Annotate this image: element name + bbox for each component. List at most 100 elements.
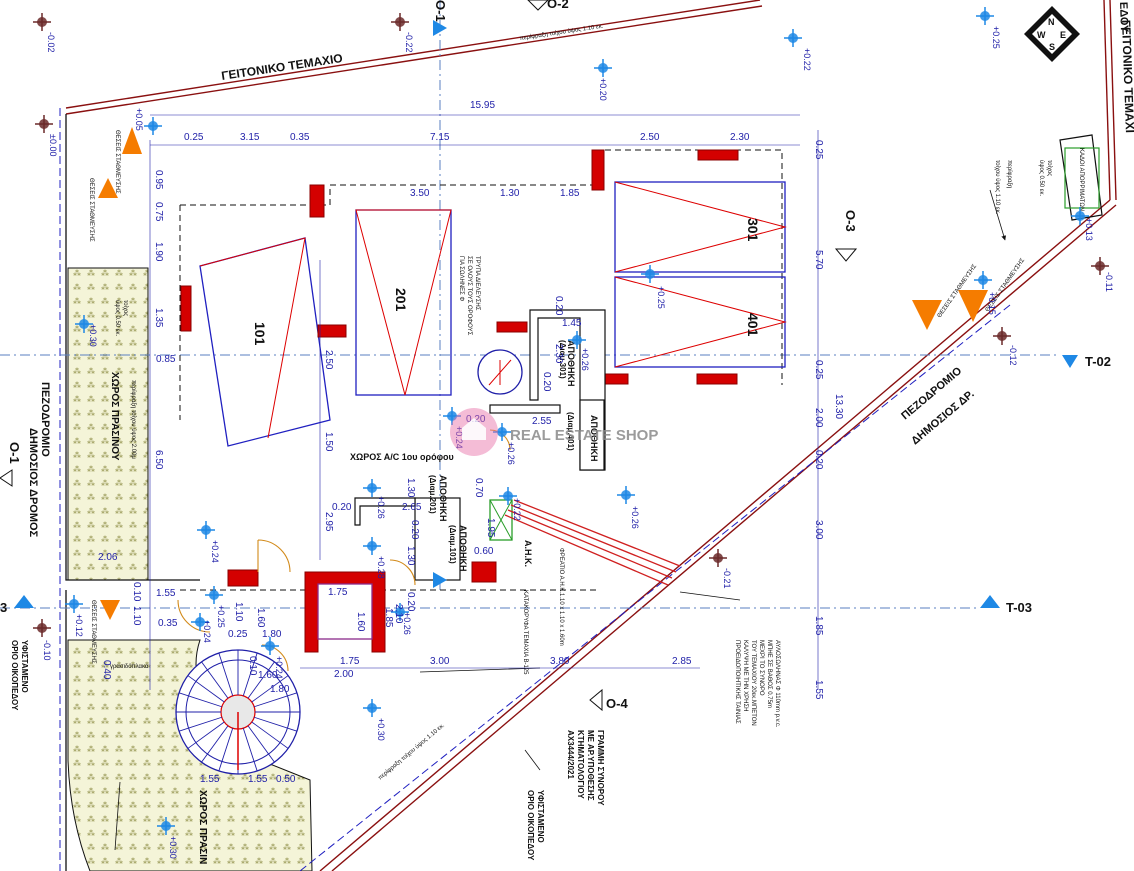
svg-text:ΟΡΙΟ ΟΙΚΟΠΕΔΟΥ: ΟΡΙΟ ΟΙΚΟΠΕΔΟΥ — [10, 640, 19, 711]
level-value: +0.12 — [74, 614, 84, 637]
svg-text:3: 3 — [0, 600, 7, 615]
svg-text:ΑΠΟΘΗΚΗ: ΑΠΟΘΗΚΗ — [566, 340, 576, 387]
svg-text:ΟΡΙΟ ΟΙΚΟΠΕΔΟΥ: ΟΡΙΟ ΟΙΚΟΠΕΔΟΥ — [526, 790, 535, 861]
dimension-label: 1.10 — [233, 602, 244, 622]
dimension-label: 1.50 — [323, 432, 334, 452]
svg-text:ΘΕΣΕΙΣ ΣΤΑΘΜΕΥΣΗΣ: ΘΕΣΕΙΣ ΣΤΑΘΜΕΥΣΗΣ — [114, 130, 120, 194]
level-value: -0.22 — [404, 32, 414, 53]
svg-text:ΦΡΕΑΤΙΟ Α.Η.Κ.1.10 x 1.10 x 1.: ΦΡΕΑΤΙΟ Α.Η.Κ.1.10 x 1.10 x 1.60m — [558, 548, 564, 646]
dimension-label: 2.50 — [640, 132, 660, 143]
svg-text:ΔΗΜΟΣΙΟΣ ΔΡΟΜΟΣ: ΔΗΜΟΣΙΟΣ ΔΡΟΜΟΣ — [27, 428, 39, 538]
level-marker: +0.12 — [65, 595, 84, 637]
elevator: 1.75 1.60 — [317, 583, 373, 640]
dimension-label: 1.55 — [156, 588, 176, 599]
level-value: +0.22 — [802, 48, 812, 71]
level-value: -0.10 — [42, 640, 52, 661]
dimension-label: 1.55 — [200, 774, 220, 785]
level-marker: +0.30 — [157, 817, 178, 859]
dimension-label: 0.50 — [276, 774, 296, 785]
dimension-label: 6.50 — [153, 450, 164, 470]
level-value: +0.30 — [88, 324, 98, 347]
level-marker: +0.24 — [197, 521, 220, 563]
parking-101: 101 — [199, 237, 331, 447]
level-value: +0.28 — [376, 556, 386, 579]
dimension-label: 3.15 — [240, 132, 260, 143]
svg-text:(Διαμ.401): (Διαμ.401) — [566, 412, 575, 451]
svg-text:γρασιδόπλακα: γρασιδόπλακα — [110, 663, 149, 670]
dimension-label: 1.80 — [270, 684, 290, 695]
svg-text:Τ-03: Τ-03 — [1006, 600, 1032, 615]
dimension-label: 0.20 — [405, 592, 416, 612]
svg-text:ύψος 0.50 εκ.: ύψος 0.50 εκ. — [114, 300, 120, 336]
annotations: περίφραξη τοίχου ύψος 1.10 εκ. περίφραξη… — [110, 24, 1052, 851]
bin-area: ΚΑΔΟΙ ΑΠΟΡΡΙΜΑΤΩΝ — [1059, 134, 1103, 221]
dimension-label: 15.95 — [470, 100, 495, 111]
svg-text:ΜΕ ΑΡ.ΥΠΟΘΕΣΗΣ: ΜΕ ΑΡ.ΥΠΟΘΕΣΗΣ — [586, 730, 595, 801]
svg-text:ΚΤΗΜΑΤΟΛΟΓΙΟΥ: ΚΤΗΜΑΤΟΛΟΓΙΟΥ — [576, 730, 585, 799]
svg-text:301: 301 — [745, 218, 761, 242]
level-marker: +0.22 — [499, 487, 522, 521]
level-value: -0.12 — [1008, 345, 1018, 366]
svg-text:ΑΥΛΟΣΩΛΗΝΑΣ Φ 110mm p.v.c.: ΑΥΛΟΣΩΛΗΝΑΣ Φ 110mm p.v.c. — [774, 640, 780, 728]
dimension-label: 1.60 — [258, 670, 278, 681]
level-marker: +0.15 — [974, 271, 997, 315]
svg-text:ΘΕΣΕΙΣ ΣΤΑΘΜΕΥΣΗΣ: ΘΕΣΕΙΣ ΣΤΑΘΜΕΥΣΗΣ — [90, 600, 96, 664]
dimension-label: 7.15 — [430, 132, 450, 143]
dimension-label: 2.65 — [402, 502, 422, 513]
level-marker: +0.28 — [363, 537, 386, 579]
level-marker: ±0.00 — [35, 115, 58, 156]
compass-icon: N E S W — [1024, 6, 1080, 62]
level-marker: +0.26 — [493, 423, 516, 465]
parking-201: 201 — [355, 209, 452, 396]
level-value: +0.26 — [376, 496, 386, 519]
dimension-label: 13.30 — [833, 394, 844, 419]
level-marker: +0.24 — [261, 637, 284, 679]
dimension-label: 1.35 — [153, 308, 164, 328]
parking-spaces: 101 201 301 401 — [199, 181, 787, 447]
level-value: +0.26 — [506, 442, 516, 465]
level-value: +0.24 — [210, 540, 220, 563]
svg-text:ΧΩΡΟΣ ΠΡΑΣΙΝ: ΧΩΡΟΣ ΠΡΑΣΙΝ — [197, 790, 208, 864]
dimension-label: 0.35 — [158, 618, 178, 629]
svg-text:ΑΠΟΘΗΚΗ: ΑΠΟΘΗΚΗ — [458, 525, 468, 572]
svg-text:ύψος 0.50 εκ.: ύψος 0.50 εκ. — [1038, 160, 1044, 196]
dimension-label: 1.85 — [813, 616, 824, 636]
svg-text:1.60: 1.60 — [355, 612, 366, 632]
dimension-label: 0.20 — [541, 372, 552, 392]
level-marker: +0.24 — [191, 613, 212, 643]
svg-text:Ο-3: Ο-3 — [843, 210, 858, 232]
svg-text:E: E — [1060, 30, 1066, 40]
dimension-label: 5.70 — [813, 250, 824, 270]
svg-text:REAL ESTATE SHOP: REAL ESTATE SHOP — [510, 427, 658, 444]
dimension-label: 1.55 — [248, 774, 268, 785]
dimension-label: 3.00 — [430, 656, 450, 667]
level-value: -0.21 — [722, 568, 732, 589]
level-value: +0.13 — [1084, 218, 1094, 241]
dimension-label: 0.10 — [247, 656, 258, 676]
svg-text:Ο-1: Ο-1 — [433, 0, 448, 22]
level-marker: -0.22 — [391, 13, 414, 53]
dimension-label: 2.85 — [672, 656, 692, 667]
level-value: +0.26 — [402, 612, 412, 635]
dimension-label: 0.40 — [101, 660, 112, 680]
dimension-label: 0.10 — [131, 582, 142, 602]
dimension-label: 1.45 — [562, 318, 582, 329]
level-marker: -0.10 — [33, 619, 52, 661]
level-marker: -0.02 — [33, 13, 56, 53]
dimension-label: 2.55 — [532, 416, 552, 427]
level-marker: +0.25 — [205, 586, 226, 628]
stair-tread — [251, 721, 289, 749]
dimension-label: 0.25 — [228, 629, 248, 640]
svg-text:(Διαμ.101): (Διαμ.101) — [448, 525, 457, 564]
stair-tread — [242, 728, 258, 772]
dimension-label: 2.06 — [98, 552, 118, 563]
level-marker: +0.24 — [443, 407, 464, 449]
dimension-label: 1.10 — [131, 606, 142, 626]
dimension-label: 0.25 — [813, 360, 824, 380]
svg-text:ΣΕ ΟΛΟΥΣ ΤΟΥΣ ΟΡΟΦΟΥΣ: ΣΕ ΟΛΟΥΣ ΤΟΥΣ ΟΡΟΦΟΥΣ — [466, 256, 472, 336]
dimension-label: 0.20 — [332, 502, 352, 513]
svg-text:ΓΡΑΜΜΗ ΣΥΝΟΡΟΥ: ΓΡΑΜΜΗ ΣΥΝΟΡΟΥ — [596, 730, 605, 806]
watermark: REAL ESTATE SHOP — [450, 408, 658, 456]
